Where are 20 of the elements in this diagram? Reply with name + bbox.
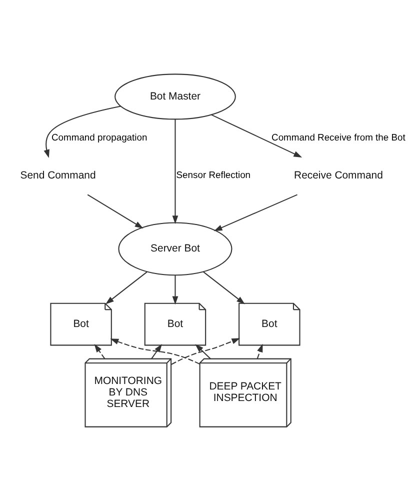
node-ellipse: Bot Master [114,74,236,120]
arrow [87,194,144,228]
arrow [172,275,178,305]
edge-label: Command propagation [52,131,148,142]
edge-label: Sensor Reflection [176,168,251,180]
arrow [105,272,148,304]
arrow [171,338,240,365]
node-text: Send Command [20,170,96,182]
arrow [172,119,178,224]
arrow [203,272,245,304]
arrow [44,106,121,158]
arrow [110,338,200,365]
arrow [211,114,302,158]
arrow [195,344,211,360]
node-text: Receive Command [294,170,383,182]
arrow [151,344,162,360]
edge-label: Command Receive from the Bot [272,131,406,142]
arrow [256,344,263,359]
arrow [214,194,298,232]
arrow [94,344,106,360]
